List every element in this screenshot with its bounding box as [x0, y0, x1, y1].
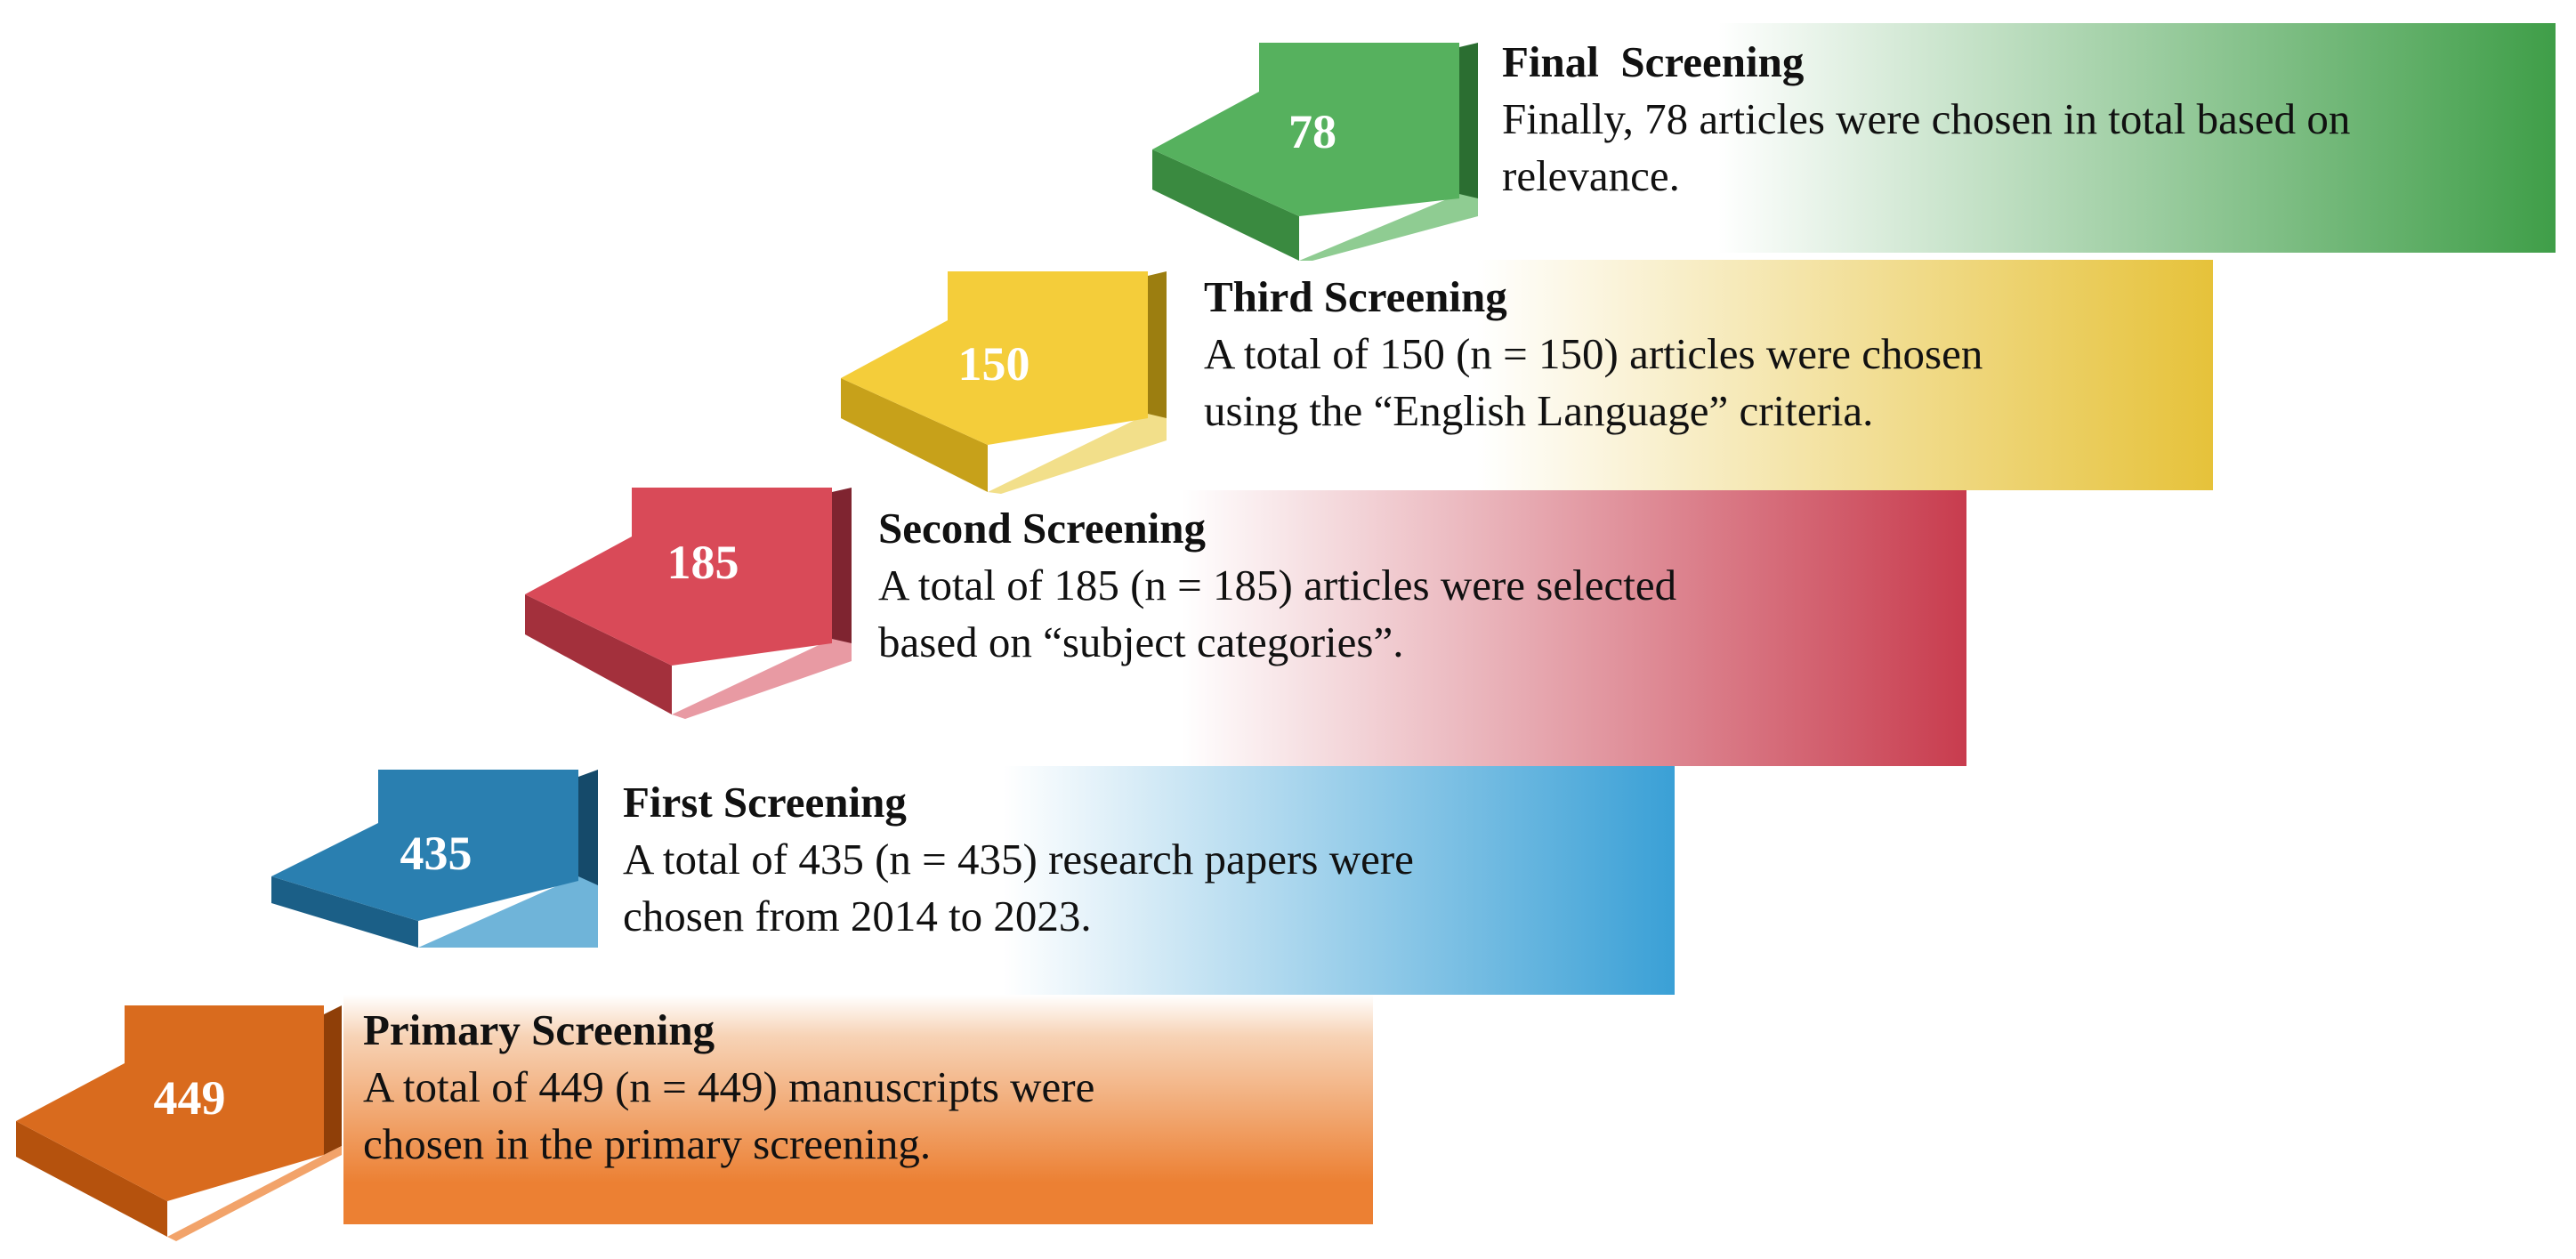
- arrow-face-bottom: [167, 1146, 342, 1241]
- step-text-first: First Screening A total of 435 (n = 435)…: [623, 774, 1414, 945]
- arrow-face-left: [525, 594, 672, 714]
- step-description-line: Finally, 78 articles were chosen in tota…: [1502, 94, 2351, 143]
- step-text-third: Third Screening A total of 150 (n = 150)…: [1204, 269, 1982, 440]
- arrow-face-left: [841, 378, 988, 492]
- arrow-face-right: [832, 488, 852, 661]
- arrow-third: 150: [841, 271, 1167, 494]
- banner-final: [1482, 23, 2556, 253]
- arrow-final: 78: [1152, 43, 1478, 261]
- arrow-face-bottom: [418, 876, 598, 948]
- arrow-second: 185: [525, 488, 852, 719]
- arrow-face-top: [841, 271, 1148, 445]
- arrow-number: 435: [400, 827, 472, 880]
- step-description-line: A total of 185 (n = 185) articles were s…: [878, 561, 1677, 609]
- arrow-face-top: [16, 1005, 324, 1201]
- arrow-face-left: [271, 876, 418, 948]
- arrow-face-bottom: [1299, 194, 1478, 261]
- step-description-line: chosen from 2014 to 2023.: [623, 892, 1092, 940]
- banner-third: [1161, 260, 2213, 490]
- step-text-final: Final Screening Finally, 78 articles wer…: [1502, 34, 2350, 205]
- arrow-number: 78: [1288, 105, 1336, 158]
- banner-primary: [343, 995, 1373, 1224]
- step-description-line: using the “English Language” criteria.: [1204, 386, 1874, 435]
- arrow-number: 150: [958, 337, 1030, 391]
- step-description-line: based on “subject categories”.: [878, 617, 1404, 666]
- step-description-line: A total of 435 (n = 435) research papers…: [623, 835, 1414, 884]
- banner-first: [592, 766, 1675, 995]
- step-title: Final Screening: [1502, 37, 1805, 86]
- arrow-face-top: [525, 488, 832, 666]
- arrow-first: 435: [271, 770, 598, 948]
- arrow-face-top: [1152, 43, 1459, 216]
- step-description-line: A total of 449 (n = 449) manuscripts wer…: [363, 1062, 1095, 1111]
- step-title: Third Screening: [1204, 272, 1507, 321]
- arrow-face-left: [16, 1121, 167, 1237]
- step-title: Second Screening: [878, 504, 1206, 553]
- arrow-number: 185: [667, 536, 739, 589]
- step-description-line: relevance.: [1502, 151, 1680, 200]
- arrow-face-top: [271, 770, 578, 921]
- banner-second: [845, 490, 1966, 766]
- step-description-line: A total of 150 (n = 150) articles were c…: [1204, 329, 1983, 378]
- arrow-face-bottom: [988, 414, 1167, 494]
- arrow-face-left: [1152, 149, 1299, 261]
- arrow-face-bottom: [672, 639, 852, 719]
- arrow-face-right: [1459, 43, 1478, 216]
- step-description-line: chosen in the primary screening.: [363, 1119, 932, 1168]
- arrow-face-right: [1148, 271, 1167, 440]
- step-text-second: Second Screening A total of 185 (n = 185…: [878, 500, 1676, 671]
- arrow-number: 449: [154, 1071, 226, 1125]
- arrow-primary: 449: [16, 1005, 342, 1241]
- step-text-primary: Primary Screening A total of 449 (n = 44…: [363, 1002, 1094, 1173]
- arrow-face-right: [324, 1005, 342, 1155]
- step-title: Primary Screening: [363, 1005, 715, 1054]
- step-title: First Screening: [623, 778, 907, 827]
